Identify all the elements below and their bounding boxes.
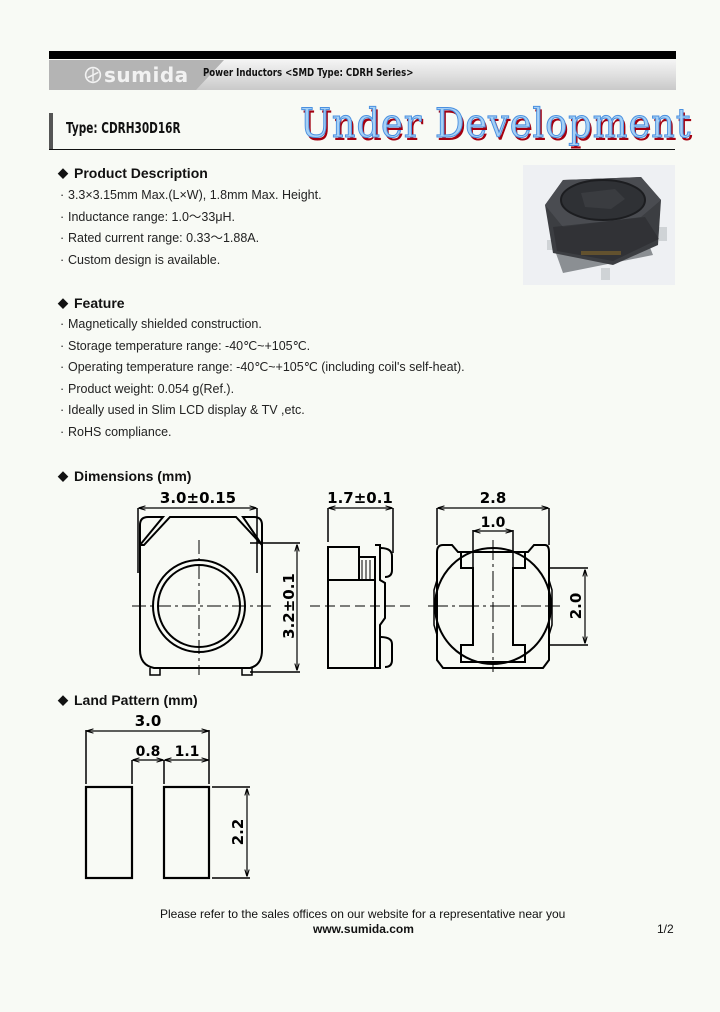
bottom-view-gap-label: 1.0 (481, 515, 506, 531)
logo-text: sumida (104, 63, 189, 87)
section-title: Product Description (74, 165, 208, 181)
bullet-icon: · (60, 209, 65, 224)
section-title: Dimensions (mm) (74, 468, 192, 484)
inductor-photo-illustration (523, 165, 675, 285)
bullet-icon: · (60, 424, 65, 439)
list-item: ·Storage temperature range: -40℃~+105℃. (60, 336, 465, 358)
bottom-view (428, 508, 588, 672)
bottom-view-width-label: 2.8 (480, 489, 507, 507)
top-view (132, 508, 300, 676)
diamond-icon: ◆ (58, 295, 68, 310)
dimensions-drawing: 3.0±0.15 3.2±0.1 1.7±0.1 2.8 1.0 2.0 (132, 489, 588, 676)
list-item: ·Ideally used in Slim LCD display & TV ,… (60, 400, 465, 422)
bottom-view-terminal-height-label: 2.0 (567, 593, 585, 620)
bullet-icon: · (60, 381, 65, 396)
type-label: Type: CDRH30D16R (66, 119, 181, 137)
list-item: ·RoHS compliance. (60, 422, 465, 444)
banner-title: Power Inductors <SMD Type: CDRH Series> (203, 66, 414, 79)
land-gap-label: 0.8 (136, 744, 161, 760)
type-underline (49, 149, 675, 150)
land-pattern-drawing: 3.0 0.8 1.1 2.2 (84, 712, 250, 880)
section-title: Feature (74, 295, 125, 311)
section-title: Land Pattern (mm) (74, 692, 198, 708)
bullet-icon: · (60, 231, 65, 246)
land-overall-width-label: 3.0 (135, 712, 162, 730)
feature-list: ·Magnetically shielded construction. ·St… (60, 314, 465, 444)
land-pad-left (84, 785, 134, 880)
list-item: ·3.3×3.15mm Max.(L×W), 1.8mm Max. Height… (60, 185, 322, 207)
page-number: 1/2 (657, 922, 674, 936)
footer-website-link[interactable]: www.sumida.com (313, 922, 414, 936)
under-development-stamp: Under Development (300, 101, 692, 147)
land-pattern-heading: ◆ Land Pattern (mm) (58, 692, 198, 708)
diamond-icon: ◆ (58, 692, 68, 707)
logo-panel (49, 60, 224, 90)
list-item: ·Inductance range: 1.0～33μH. (60, 207, 322, 229)
side-view (310, 508, 410, 669)
sumida-logo: sumida (84, 62, 189, 88)
top-view-height-label: 3.2±0.1 (280, 573, 298, 639)
diamond-icon: ◆ (58, 468, 68, 483)
product-photo (523, 165, 675, 285)
bullet-icon: · (60, 403, 65, 418)
list-item: ·Custom design is available. (60, 250, 322, 272)
diamond-icon: ◆ (58, 165, 68, 180)
bullet-icon: · (60, 252, 65, 267)
sumida-logo-icon (84, 66, 102, 84)
product-description-heading: ◆ Product Description (58, 165, 208, 181)
feature-heading: ◆ Feature (58, 295, 125, 311)
bullet-icon: · (60, 317, 65, 331)
list-item: ·Operating temperature range: -40℃~+105℃… (60, 357, 465, 379)
bullet-icon: · (60, 338, 65, 353)
top-view-width-label: 3.0±0.15 (160, 489, 236, 507)
list-item: ·Magnetically shielded construction. (60, 314, 465, 336)
dimensions-heading: ◆ Dimensions (mm) (58, 468, 191, 484)
land-pad-height-label: 2.2 (229, 819, 247, 846)
land-pad-width-label: 1.1 (175, 744, 200, 760)
list-item: ·Rated current range: 0.33～1.88A. (60, 228, 322, 250)
bullet-icon: · (60, 188, 65, 202)
header-top-bar (49, 51, 676, 59)
list-item: ·Product weight: 0.054 g(Ref.). (60, 379, 465, 401)
product-description-list: ·3.3×3.15mm Max.(L×W), 1.8mm Max. Height… (60, 185, 322, 271)
footer-note: Please refer to the sales offices on our… (160, 907, 566, 921)
bullet-icon: · (60, 360, 65, 375)
land-pad-right (162, 785, 211, 880)
side-view-thickness-label: 1.7±0.1 (327, 489, 393, 507)
type-accent-bar (49, 113, 53, 150)
